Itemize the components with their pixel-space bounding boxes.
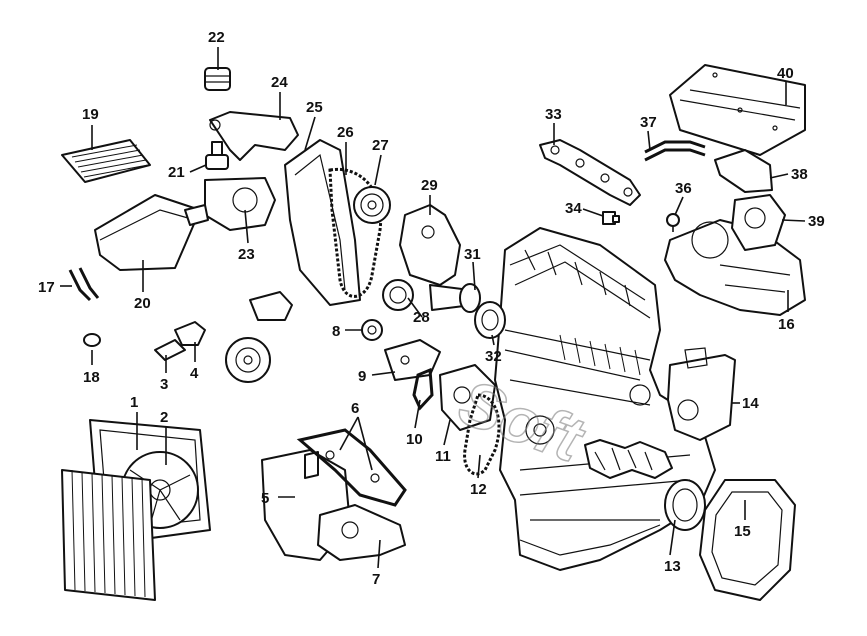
heat-shield-40: [669, 64, 806, 156]
bush-8: [361, 319, 383, 341]
stud-21: [205, 141, 229, 170]
mount-22: [204, 67, 231, 91]
callout-4: 4: [190, 365, 199, 382]
grille: [61, 469, 156, 601]
callout-15: 15: [734, 523, 751, 540]
tensioner: [249, 291, 293, 321]
gasket-10: [412, 367, 434, 411]
callout-40: 40: [777, 65, 794, 82]
callout-18: 18: [83, 369, 100, 386]
cover-14: [667, 347, 736, 441]
callout-labels: 1 2 3 4 5 6 7 8 9 10 11 12 13 14 15 16 1…: [38, 29, 825, 588]
air-filter-19: [61, 139, 151, 183]
callout-16: 16: [778, 316, 795, 333]
callout-25: 25: [306, 99, 323, 116]
callout-39: 39: [808, 213, 825, 230]
bolt-3: [154, 339, 186, 361]
callout-33: 33: [545, 106, 562, 123]
callout-20: 20: [134, 295, 151, 312]
camshaft-pulley-27: [353, 186, 391, 224]
callout-7: 7: [372, 571, 380, 588]
engine-block: [494, 227, 716, 571]
callout-31: 31: [464, 246, 481, 263]
callout-11: 11: [435, 448, 451, 465]
callout-2: 2: [160, 409, 168, 426]
housing-23: [204, 177, 276, 231]
engine-mount-24: [209, 111, 299, 161]
callout-36: 36: [675, 180, 692, 197]
callout-26: 26: [337, 124, 354, 141]
callout-21: 21: [168, 164, 185, 181]
leader-lines: [60, 47, 806, 569]
manifold-7: [317, 504, 406, 561]
idler-pulley: [225, 337, 271, 383]
crankshaft: [584, 439, 673, 479]
callout-17: 17: [38, 279, 55, 296]
callout-28: 28: [413, 309, 430, 326]
bolt-36: [666, 213, 680, 232]
manifold-33: [539, 139, 641, 206]
hose-17: [68, 267, 100, 302]
callout-22: 22: [208, 29, 225, 46]
callout-24: 24: [271, 74, 288, 91]
bolt-34: [602, 211, 620, 225]
turbo-manifold: [664, 194, 806, 316]
clamp-18: [83, 333, 101, 347]
chain-12: [463, 393, 501, 476]
callout-27: 27: [372, 137, 389, 154]
rear-seal-13: [664, 479, 706, 531]
callout-19: 19: [82, 106, 99, 123]
air-box-20: [94, 194, 209, 271]
gasket-15: [699, 479, 796, 601]
callout-23: 23: [238, 246, 255, 263]
pump-11: [439, 364, 496, 431]
callout-37: 37: [640, 114, 657, 131]
callout-32: 32: [485, 348, 502, 365]
callout-6: 6: [351, 400, 359, 417]
callout-10: 10: [406, 431, 423, 448]
callout-3: 3: [160, 376, 168, 393]
callout-1: 1: [130, 394, 138, 411]
callout-9: 9: [358, 368, 366, 385]
callout-14: 14: [742, 395, 759, 412]
hose-37: [644, 140, 706, 162]
callout-12: 12: [470, 481, 487, 498]
callout-38: 38: [791, 166, 808, 183]
belt-cover-25: [284, 139, 361, 306]
bracket-4: [174, 321, 206, 346]
callout-29: 29: [421, 177, 438, 194]
pulley-assembly-28: [382, 279, 506, 339]
bracket-38: [714, 149, 773, 193]
callout-8: 8: [332, 323, 340, 340]
timing-belt-26: [328, 167, 383, 298]
callout-13: 13: [664, 558, 681, 575]
timing-cover-29: [399, 204, 461, 286]
callout-5: 5: [261, 490, 269, 507]
callout-34: 34: [565, 200, 582, 217]
